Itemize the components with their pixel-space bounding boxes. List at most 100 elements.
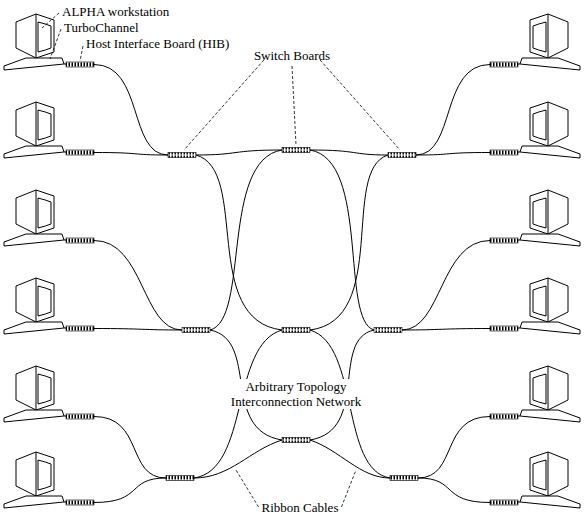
switch-board <box>166 476 194 481</box>
hib-board <box>66 150 94 155</box>
ribbon-cable <box>416 65 490 156</box>
turbochannel <box>64 328 66 329</box>
monitor <box>16 452 54 496</box>
monitor-edge <box>36 190 37 234</box>
screen <box>533 22 546 52</box>
hib-board <box>490 150 518 155</box>
alpha-workstation <box>4 452 94 508</box>
hib-board <box>66 500 94 505</box>
keyboard-base <box>4 146 64 158</box>
keyboard-base <box>4 322 64 334</box>
switch-board <box>388 153 416 158</box>
leader-line <box>50 29 61 59</box>
monitor-edge <box>36 278 37 322</box>
screen <box>533 374 546 404</box>
monitor <box>16 366 54 410</box>
ribbon-cable <box>418 417 490 479</box>
switch-board <box>374 328 402 333</box>
keyboard-base <box>520 58 580 70</box>
switch-board <box>390 476 418 481</box>
hib-board <box>66 326 94 331</box>
monitor-edge <box>36 452 37 496</box>
keyboard-base <box>4 58 64 70</box>
monitor-edge <box>548 190 549 234</box>
monitor-edge <box>548 452 549 496</box>
hib-board <box>66 62 94 67</box>
keyboard-base <box>520 234 580 246</box>
leader-line <box>236 470 259 507</box>
monitor-edge <box>36 366 37 410</box>
hib-board <box>490 238 518 243</box>
ribbon-cable <box>310 155 388 330</box>
ribbon-cable <box>402 241 490 331</box>
monitor-edge <box>36 102 37 146</box>
screen <box>38 286 51 316</box>
keyboard-base <box>520 410 580 422</box>
annotation-label: Ribbon Cables <box>262 500 339 515</box>
annotation-label: Arbitrary Topology Interconnection Netwo… <box>219 379 373 409</box>
alpha-workstation <box>4 190 94 246</box>
screen <box>533 460 546 490</box>
ribbon-cable <box>196 155 282 330</box>
monitor <box>16 14 54 58</box>
hib-board <box>66 238 94 243</box>
alpha-workstation <box>490 190 580 246</box>
screen <box>38 22 51 52</box>
ribbon-cable <box>94 478 166 503</box>
annotation-label: ALPHA workstation <box>62 4 169 19</box>
leader-line <box>341 470 356 507</box>
leader-line <box>42 13 59 28</box>
hib-board <box>490 500 518 505</box>
switch-board <box>282 438 310 443</box>
screen <box>533 198 546 228</box>
ribbon-cable <box>196 150 282 155</box>
monitor <box>530 102 568 146</box>
alpha-workstation <box>490 278 580 334</box>
hib-board <box>490 414 518 419</box>
ribbon-cable <box>94 417 166 479</box>
alpha-workstation <box>490 452 580 508</box>
turbochannel <box>64 416 66 417</box>
monitor-edge <box>548 366 549 410</box>
keyboard-base <box>520 322 580 334</box>
screen <box>533 286 546 316</box>
monitor-edge <box>548 102 549 146</box>
screen <box>38 198 51 228</box>
keyboard-base <box>520 496 580 508</box>
monitor-edge <box>548 278 549 322</box>
monitor <box>16 102 54 146</box>
alpha-workstation <box>4 102 94 158</box>
keyboard-base <box>520 146 580 158</box>
switch-board <box>168 153 196 158</box>
ribbon-cable <box>402 329 490 331</box>
hib-board <box>490 326 518 331</box>
alpha-workstation <box>4 278 94 334</box>
alpha-workstation <box>4 366 94 422</box>
screen <box>38 110 51 140</box>
alpha-workstation <box>490 14 580 70</box>
ribbon-cable <box>416 153 490 156</box>
monitor <box>530 278 568 322</box>
alpha-workstation <box>490 366 580 422</box>
ribbon-cable <box>94 65 168 156</box>
switch-board <box>282 328 310 333</box>
monitor <box>530 190 568 234</box>
turbochannel <box>64 152 66 153</box>
annotation-label: TurboChannel <box>64 20 139 35</box>
leader-line <box>80 46 83 61</box>
turbochannel <box>64 502 66 503</box>
leader-line <box>184 60 264 150</box>
ribbon-cable <box>310 440 390 478</box>
annotation-label: Host Interface Board (HIB) <box>86 36 229 51</box>
hib-board <box>490 62 518 67</box>
ribbon-cable <box>210 150 282 330</box>
ribbon-cable <box>194 440 282 478</box>
hib-board <box>66 414 94 419</box>
alpha-workstation <box>490 102 580 158</box>
monitor <box>530 452 568 496</box>
switch-board <box>282 148 310 153</box>
monitor <box>16 278 54 322</box>
keyboard-base <box>4 234 64 246</box>
